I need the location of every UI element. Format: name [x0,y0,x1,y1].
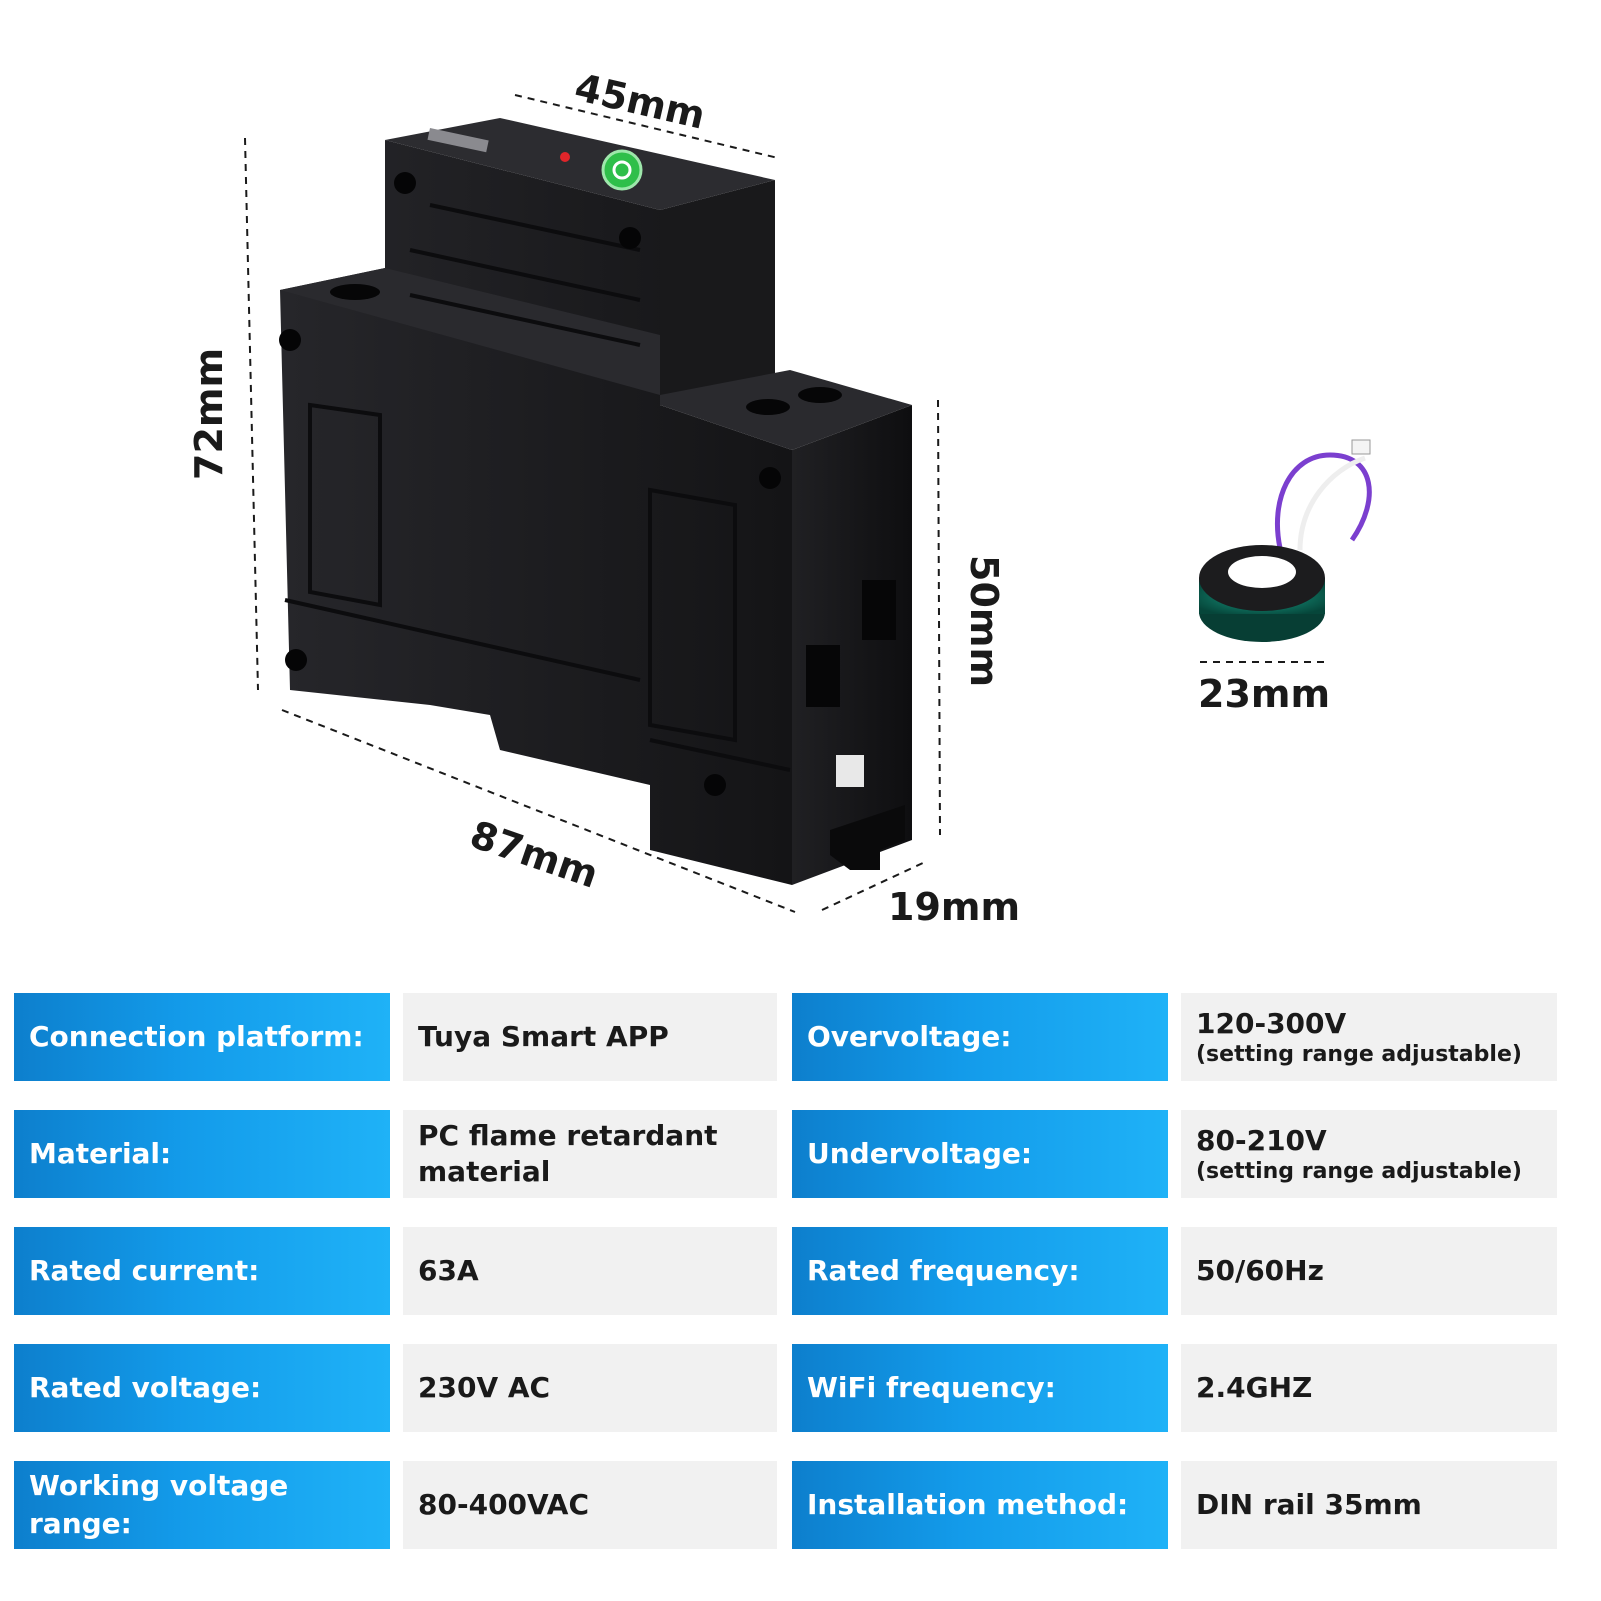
spec-value-undervoltage: 80-210V(setting range adjustable) [1181,1110,1557,1198]
spec-value-note: (setting range adjustable) [1196,1042,1522,1067]
spec-value-note: (setting range adjustable) [1196,1159,1522,1184]
spec-key-rated-current: Rated current: [14,1227,390,1315]
front-height-dimension-label: 50mm [962,555,1006,688]
spec-key-text: Installation method: [807,1488,1129,1522]
spec-key-rated-voltage: Rated voltage: [14,1344,390,1432]
spec-value-rated-current: 63A [403,1227,777,1315]
spec-value-wifi-frequency: 2.4GHZ [1181,1344,1557,1432]
spec-key-wifi-frequency: WiFi frequency: [792,1344,1168,1432]
spec-value-text: 80-400VAC [418,1487,590,1521]
spec-value-material: PC flame retardant material [403,1110,777,1198]
spec-key-text: Connection platform: [29,1020,364,1054]
spec-key-text: Working voltage range: [29,1469,289,1540]
spec-value-text: 80-210V [1196,1123,1327,1157]
spec-value-text: 63A [418,1253,479,1287]
spec-key-text: Overvoltage: [807,1020,1012,1054]
spec-key-text: Rated current: [29,1254,260,1288]
spec-value-text: 50/60Hz [1196,1253,1324,1287]
spec-value-text: 2.4GHZ [1196,1370,1313,1404]
spec-value-overvoltage: 120-300V(setting range adjustable) [1181,993,1557,1081]
spec-key-undervoltage: Undervoltage: [792,1110,1168,1198]
spec-key-text: WiFi frequency: [807,1371,1056,1405]
spec-value-working-voltage-range: 80-400VAC [403,1461,777,1549]
din-rail-module [279,118,912,885]
spec-value-text: PC flame retardant material [418,1118,718,1188]
spec-key-text: Rated voltage: [29,1371,262,1405]
spec-key-text: Undervoltage: [807,1137,1033,1171]
spec-key-material: Material: [14,1110,390,1198]
height-dimension-label: 72mm [187,347,231,480]
spec-key-overvoltage: Overvoltage: [792,993,1168,1081]
spec-key-rated-frequency: Rated frequency: [792,1227,1168,1315]
ct-diameter-dimension-label: 23mm [1198,672,1331,716]
spec-key-text: Material: [29,1137,172,1171]
spec-key-installation-method: Installation method: [792,1461,1168,1549]
power-button [601,149,643,191]
spec-value-text: DIN rail 35mm [1196,1487,1422,1521]
spec-key-working-voltage-range: Working voltage range: [14,1461,390,1549]
spec-value-text: 120-300V [1196,1006,1347,1040]
spec-value-rated-voltage: 230V AC [403,1344,777,1432]
spec-value-installation-method: DIN rail 35mm [1181,1461,1557,1549]
spec-value-rated-frequency: 50/60Hz [1181,1227,1557,1315]
spec-value-text: Tuya Smart APP [418,1019,669,1053]
module-width-dimension-label: 19mm [888,885,1021,929]
spec-value-text: 230V AC [418,1370,551,1404]
spec-value-connection-platform: Tuya Smart APP [403,993,777,1081]
status-led [560,152,570,162]
spec-key-text: Rated frequency: [807,1254,1080,1288]
product-illustration [244,94,1372,913]
current-transformer [1199,439,1372,642]
spec-key-connection-platform: Connection platform: [14,993,390,1081]
dimension-lines [244,94,1325,913]
